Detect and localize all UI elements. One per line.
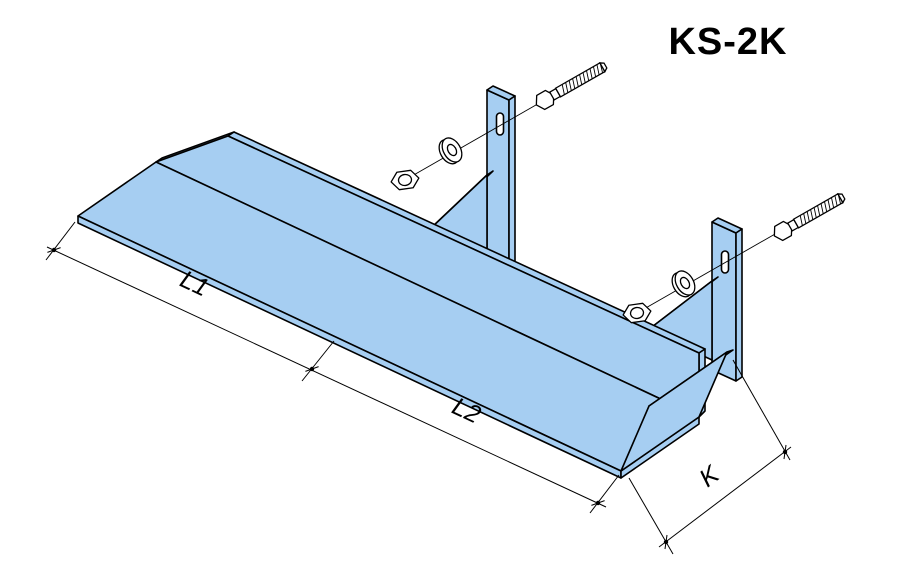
slot-hole-2 — [720, 250, 730, 274]
dimension-line-l1-l2 — [46, 246, 607, 508]
dimension-dot — [663, 539, 669, 545]
end-tab-face — [620, 351, 728, 472]
dimension-dot — [309, 366, 315, 372]
extension-line — [589, 474, 620, 514]
end-tab — [620, 349, 734, 472]
product-title: KS-2K — [668, 21, 787, 63]
dimension-dot — [51, 247, 57, 253]
angle-bracket — [77, 85, 743, 479]
strap-side-edge — [508, 95, 516, 266]
web — [155, 131, 706, 418]
extension-line — [45, 221, 76, 261]
extension-line — [301, 340, 335, 382]
extension-line — [732, 359, 791, 461]
flange — [77, 161, 700, 479]
strap-side-edge — [735, 228, 743, 382]
dimension-line-k — [658, 446, 792, 548]
mounting-strap-1 — [486, 85, 516, 266]
dimension-dot — [595, 500, 601, 506]
gusset-2 — [647, 276, 719, 361]
mounting-strap-2 — [711, 217, 743, 382]
dimension-dot — [782, 449, 788, 455]
